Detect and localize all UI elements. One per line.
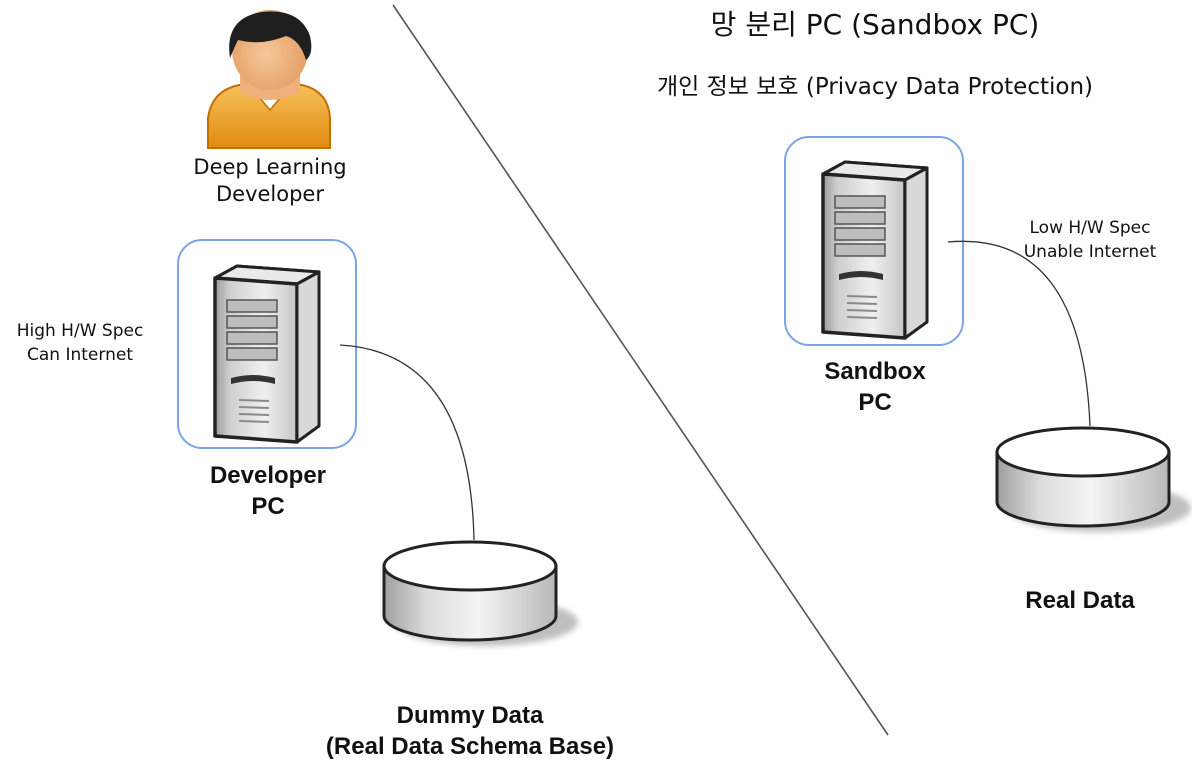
developer-role-line2: Developer — [215, 182, 324, 207]
sandbox-pc-spec-line2: Unable Internet — [1023, 241, 1157, 262]
server-icon — [213, 264, 321, 444]
sandbox-pc-connector — [947, 240, 1091, 427]
sandbox-pc-label-line2: PC — [858, 389, 892, 417]
developer-pc-connector — [339, 344, 475, 541]
server-icon — [821, 160, 929, 340]
developer-pc-spec: High H/W Spec Can Internet — [0, 320, 160, 368]
diagram-title: 망 분리 PC (Sandbox PC) — [710, 8, 1040, 41]
user-developer-icon — [207, 10, 331, 149]
database-icon — [384, 542, 578, 646]
sandbox-pc-label-line1: Sandbox — [824, 358, 926, 385]
developer-pc-label-line2: PC — [251, 493, 285, 521]
network-divider-line — [392, 4, 889, 736]
developer-pc-spec-line2: Can Internet — [27, 344, 133, 365]
dummy-data-label: Dummy Data (Real Data Schema Base) — [280, 700, 660, 762]
diagram-subtitle: 개인 정보 보호 (Privacy Data Protection) — [656, 74, 1093, 100]
sandbox-pc-label: Sandbox PC — [775, 356, 975, 418]
dummy-data-label-line2: (Real Data Schema Base) — [325, 733, 615, 761]
developer-pc-label-line1: Developer — [209, 462, 327, 489]
sandbox-pc-spec-line1: Low H/W Spec — [1029, 218, 1151, 238]
developer-role-line1: Deep Learning — [193, 155, 347, 179]
developer-role-label: Deep Learning Developer — [160, 154, 380, 209]
sandbox-pc-spec: Low H/W Spec Unable Internet — [1005, 217, 1175, 265]
database-icon — [997, 428, 1191, 532]
real-data-label: Real Data — [1025, 587, 1135, 614]
developer-pc-spec-line1: High H/W Spec — [16, 321, 144, 341]
dummy-data-label-line1: Dummy Data — [396, 702, 544, 729]
developer-pc-label: Developer PC — [168, 460, 368, 522]
